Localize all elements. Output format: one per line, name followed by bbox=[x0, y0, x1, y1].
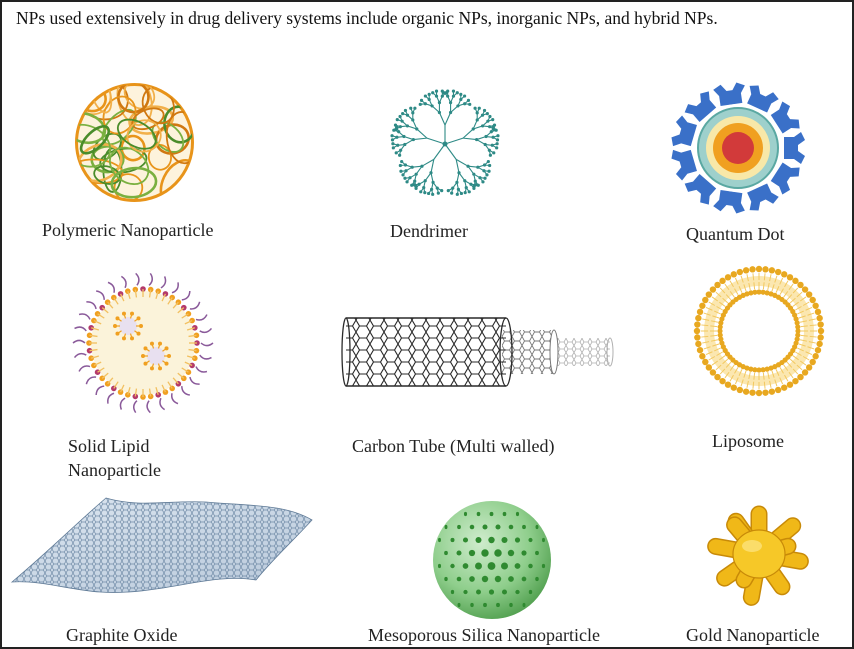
label-liposome: Liposome bbox=[712, 431, 784, 451]
carbon-tube-illustration bbox=[341, 317, 614, 387]
label-solid-lipid-line1: Solid Lipid bbox=[68, 436, 150, 456]
intro-text: NPs used extensively in drug delivery sy… bbox=[16, 8, 718, 28]
label-solid-lipid-line2: Nanoparticle bbox=[68, 460, 161, 480]
label-graphite-oxide: Graphite Oxide bbox=[66, 625, 178, 645]
label-gold-nanoparticle: Gold Nanoparticle bbox=[686, 625, 820, 645]
graphite-oxide-illustration bbox=[10, 497, 313, 593]
polymeric-nanoparticle-illustration bbox=[75, 83, 194, 202]
solid-lipid-nanoparticle-illustration bbox=[72, 272, 214, 414]
label-quantum-dot: Quantum Dot bbox=[686, 224, 785, 244]
label-polymeric-nanoparticle: Polymeric Nanoparticle bbox=[42, 220, 214, 240]
label-dendrimer: Dendrimer bbox=[390, 221, 468, 241]
liposome-illustration bbox=[693, 265, 825, 397]
mesoporous-silica-illustration bbox=[433, 501, 551, 619]
label-carbon-tube: Carbon Tube (Multi walled) bbox=[352, 436, 555, 456]
dendrimer-illustration bbox=[390, 89, 500, 196]
gold-nanoparticle-illustration bbox=[707, 505, 809, 606]
quantum-dot-illustration bbox=[671, 82, 805, 214]
label-mesoporous-silica: Mesoporous Silica Nanoparticle bbox=[368, 625, 600, 645]
